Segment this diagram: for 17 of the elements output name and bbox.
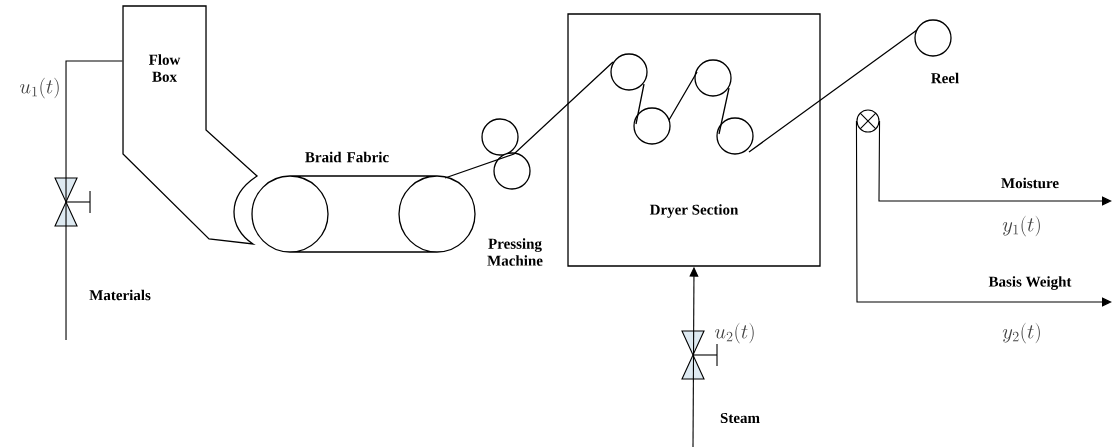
arrow bbox=[878, 120, 1112, 206]
sensor-symbol bbox=[856, 109, 880, 133]
edge-label: Moisture bbox=[1001, 177, 1059, 189]
pipe-line bbox=[65, 60, 123, 341]
part-label: Braid Fabric bbox=[305, 151, 389, 163]
signal-label: $u_2(t)$ bbox=[715, 322, 754, 344]
part-label: Reel bbox=[931, 72, 959, 84]
edge-label: Materials bbox=[89, 289, 151, 301]
signal-label: $y_1(t)$ bbox=[1002, 215, 1040, 237]
signal-label: $y_2(t)$ bbox=[1002, 322, 1040, 344]
arrow bbox=[855, 120, 1112, 307]
part-label: Pressing Machine bbox=[487, 238, 543, 266]
edge-label: Steam bbox=[720, 412, 760, 423]
dryer-section-box: Dryer Section bbox=[567, 13, 821, 267]
signal-label: $u_1(t)$ bbox=[20, 77, 59, 99]
edge-label: Basis Weight bbox=[988, 276, 1072, 290]
flow-box: Flow Box bbox=[122, 5, 258, 245]
